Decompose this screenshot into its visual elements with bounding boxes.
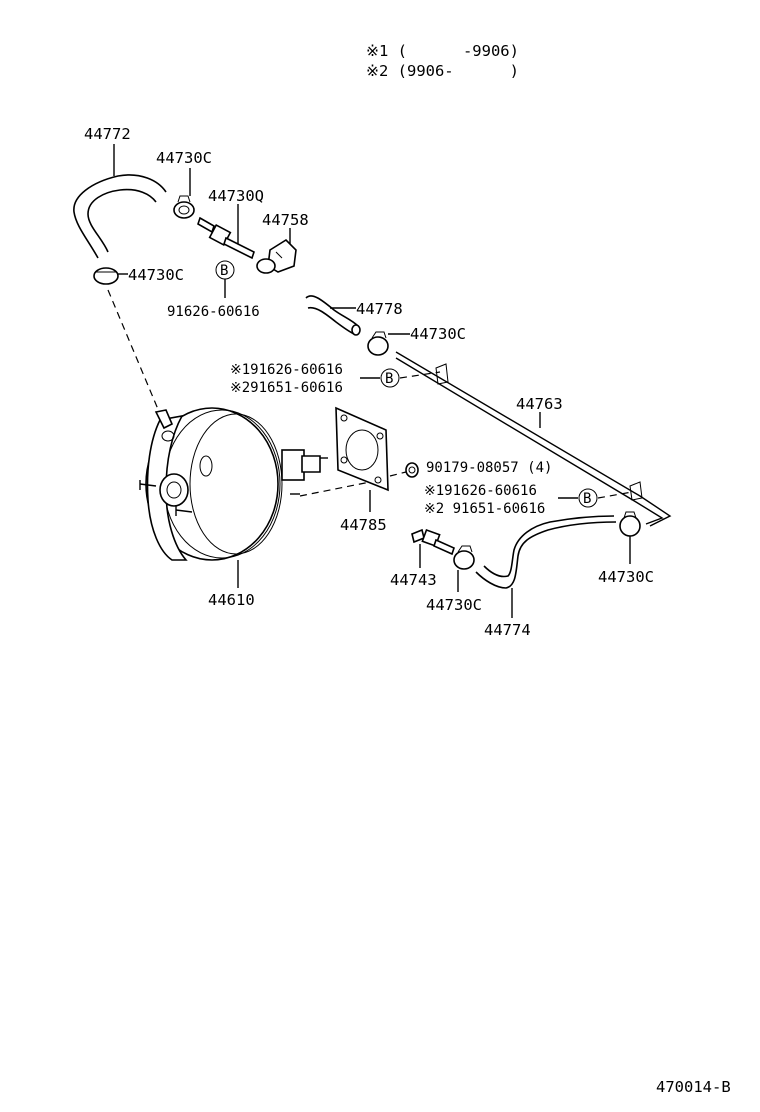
label-44785: 44785 [340, 516, 387, 534]
hose-44778 [305, 295, 361, 336]
clip-44730c-top [173, 195, 195, 219]
label-44730c-right: 44730C [598, 568, 654, 586]
label-44610: 44610 [208, 591, 255, 609]
dashed-connector-ref-right [597, 491, 633, 499]
clip-44730c-right [619, 511, 641, 537]
label-44774: 44774 [484, 621, 531, 639]
ref-2-top: ※291651-60616 [230, 380, 343, 396]
label-91626-top: 91626-60616 [167, 304, 260, 320]
label-44758: 44758 [262, 211, 309, 229]
ref-1-top: ※191626-60616 [230, 362, 343, 378]
clip-44730c-left [93, 267, 119, 285]
bolt-b-text-right: B [583, 491, 591, 507]
bolt-b-symbol-top: B [215, 260, 235, 280]
label-44730c-left: 44730C [128, 266, 184, 284]
hose-44774 [475, 515, 617, 589]
bolt-b-text-mid: B [385, 371, 393, 387]
hose-44772 [73, 174, 167, 259]
label-44743: 44743 [390, 571, 437, 589]
ref-1-right: ※191626-60616 [424, 483, 537, 499]
dashed-connector-left [107, 289, 161, 415]
ref-2-right: ※2 91651-60616 [424, 501, 545, 517]
clip-44730c-mid [367, 331, 389, 356]
bolt-b-symbol-right: B [578, 488, 598, 508]
dashed-connector-ref-top [399, 371, 441, 379]
check-valve-44730q [197, 216, 255, 260]
label-44772: 44772 [84, 125, 131, 143]
clip-44730c-bottom [453, 545, 475, 570]
pipe-44763 [395, 351, 672, 527]
bracket-44758 [256, 238, 297, 274]
label-44730c-mid: 44730C [410, 325, 466, 343]
label-44730c-top: 44730C [156, 149, 212, 167]
legend-note-1: ※1 ( -9906) [366, 42, 519, 60]
dashed-connector-nut [389, 471, 407, 477]
union-44743 [411, 528, 455, 556]
brake-booster-44610 [139, 407, 328, 561]
nut-90179 [405, 462, 419, 478]
gasket-44785 [335, 406, 389, 492]
diagram-code: 470014-B [656, 1078, 731, 1096]
label-90179: 90179-08057 (4) [426, 460, 552, 476]
bolt-b-symbol-mid: B [380, 368, 400, 388]
legend-note-2: ※2 (9906- ) [366, 62, 519, 80]
bolt-b-text-top: B [220, 263, 228, 279]
label-44730q: 44730Q [208, 187, 264, 205]
dashed-connector-gasket [299, 481, 371, 497]
label-44763: 44763 [516, 395, 563, 413]
label-44778: 44778 [356, 300, 403, 318]
label-44730c-bottom: 44730C [426, 596, 482, 614]
